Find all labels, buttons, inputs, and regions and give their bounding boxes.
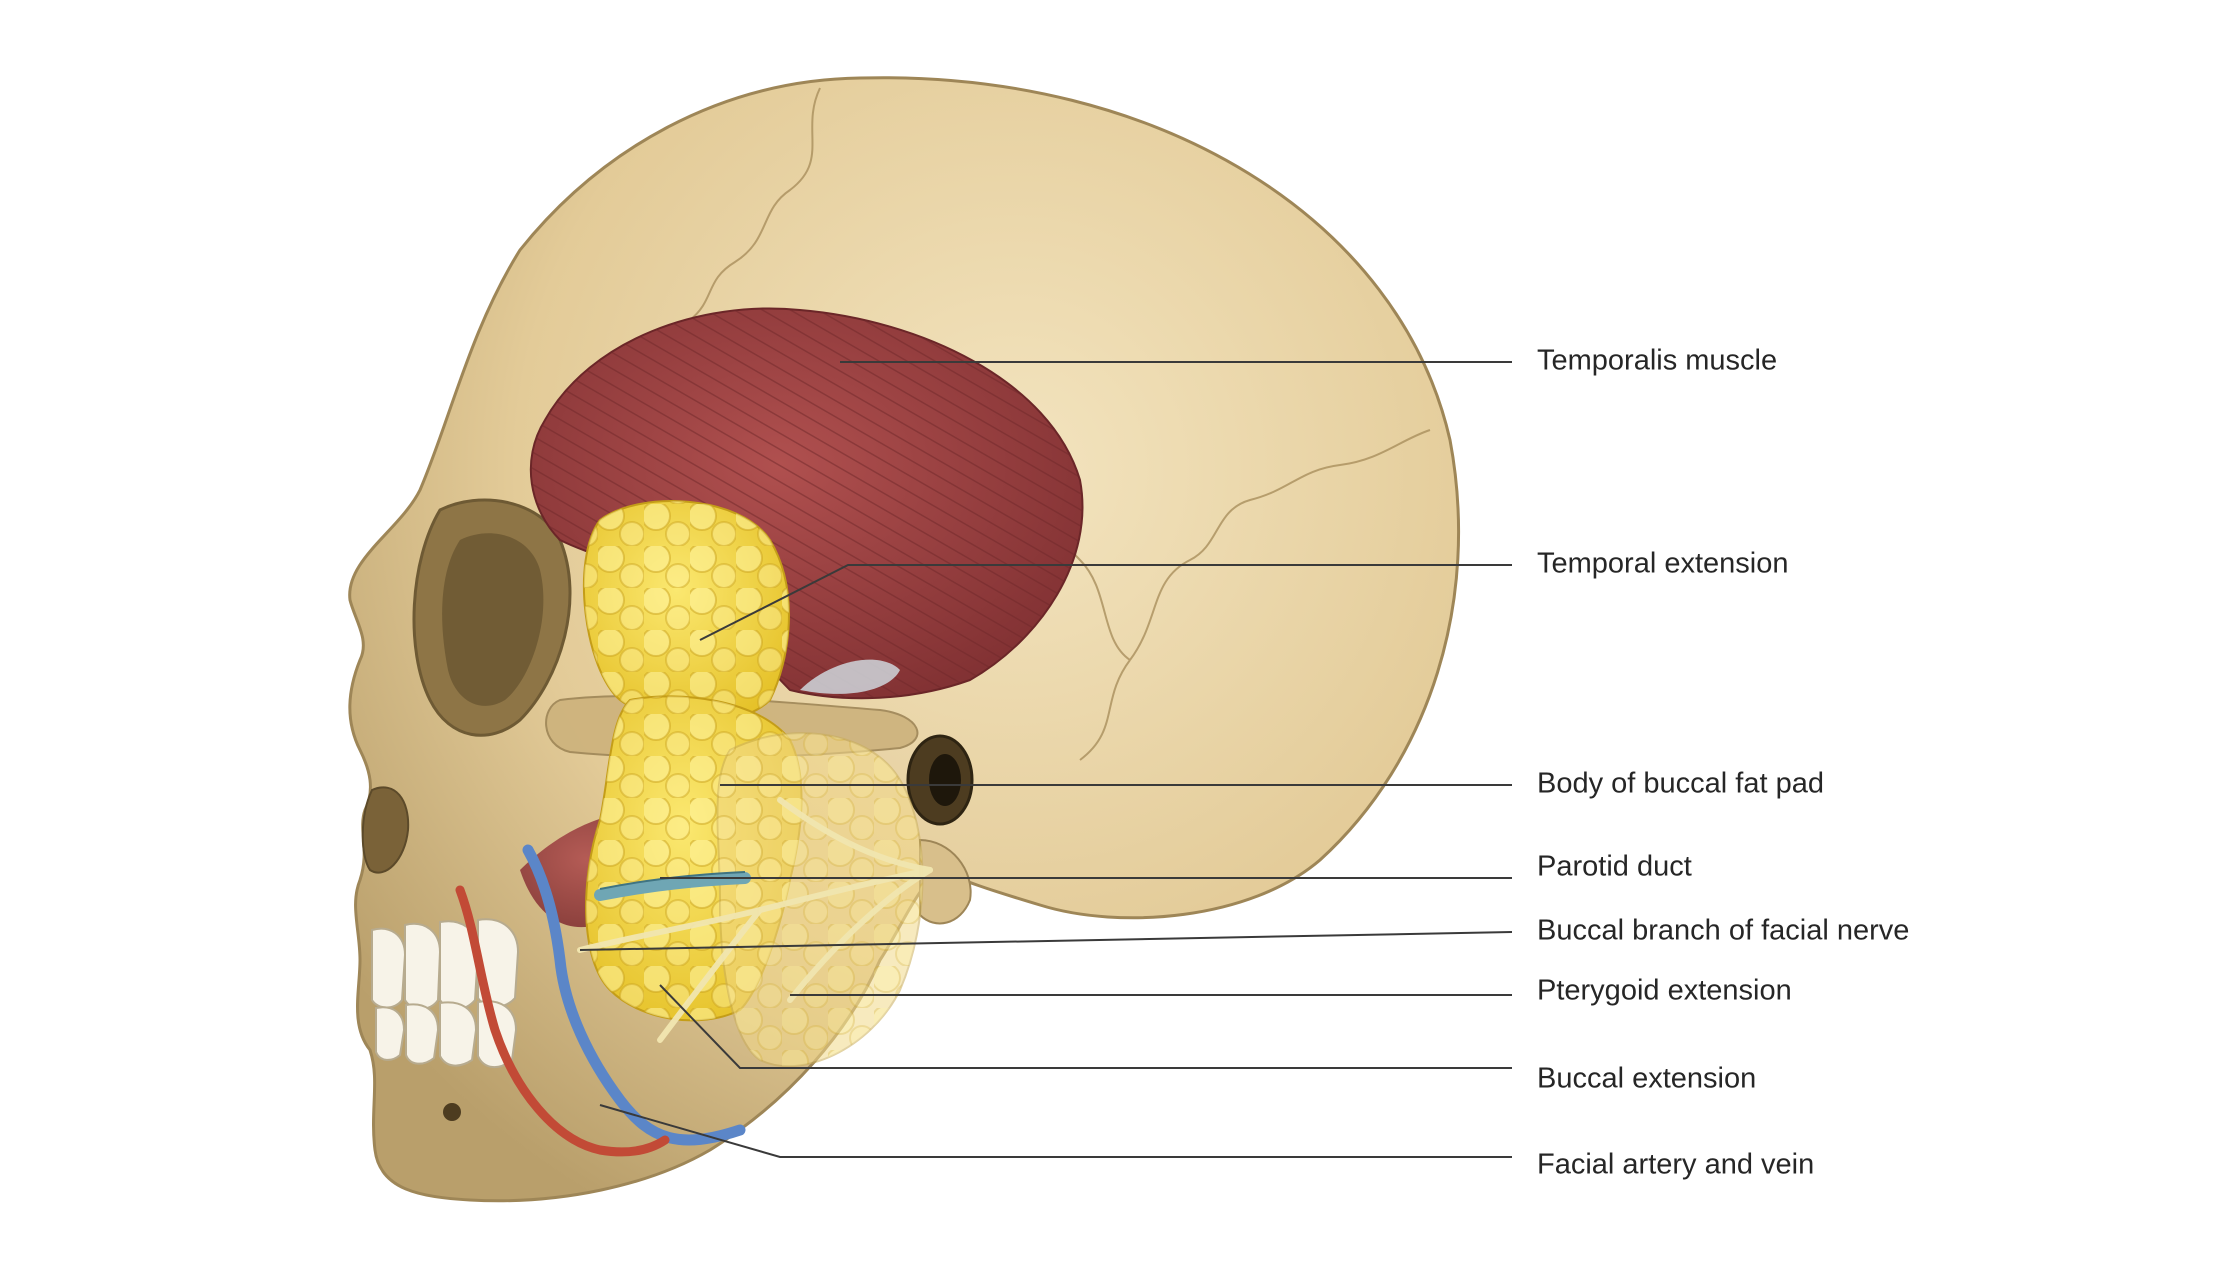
label-buccal-extension: Buccal extension [1537, 1063, 1756, 1095]
label-temporalis-muscle: Temporalis muscle [1537, 345, 1777, 377]
label-parotid-duct: Parotid duct [1537, 851, 1692, 883]
label-body-of-buccal-fat-pad: Body of buccal fat pad [1537, 768, 1824, 800]
leader-lines [579, 361, 1513, 1158]
teeth [371, 918, 520, 1068]
nasal-cavity [361, 786, 410, 874]
label-facial-artery-and-vein: Facial artery and vein [1537, 1149, 1814, 1181]
label-temporal-extension: Temporal extension [1537, 548, 1788, 580]
facial-artery [455, 885, 670, 1157]
mental-foramen [443, 1103, 461, 1121]
temporalis-muscle-shape [529, 307, 1084, 700]
mastoid [919, 838, 972, 925]
facial-vein [522, 844, 746, 1146]
label-buccal-branch-of-facial-nerve: Buccal branch of facial nerve [1537, 915, 1909, 947]
label-pterygoid-extension: Pterygoid extension [1537, 975, 1792, 1007]
facial-nerve-branches [577, 797, 933, 1043]
labels: Temporalis muscle Temporal extension Bod… [1537, 345, 1909, 1181]
orbit-shadow [442, 533, 544, 706]
